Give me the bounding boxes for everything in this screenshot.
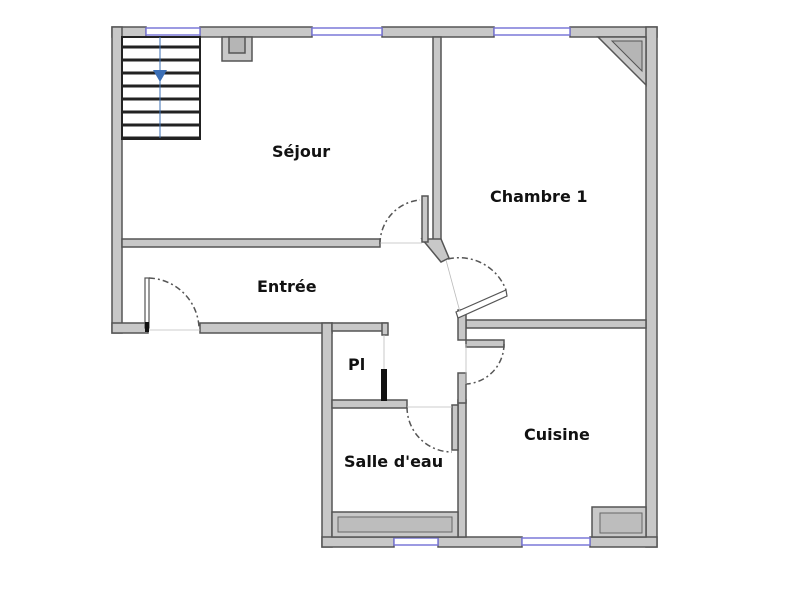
- room-label-sejour: Séjour: [272, 142, 330, 161]
- room-label-salle-eau: Salle d'eau: [344, 452, 443, 471]
- windows: [145, 27, 591, 546]
- outer-walls: [111, 26, 658, 548]
- salle-eau-door[interactable]: [406, 406, 453, 453]
- room-label-placard: Pl: [348, 355, 365, 374]
- window-bottom-2: [521, 537, 591, 546]
- doors: [144, 199, 508, 453]
- arrow-down-icon: [153, 70, 167, 82]
- window-top-1: [145, 27, 201, 36]
- staircase[interactable]: [121, 36, 201, 140]
- room-label-cuisine: Cuisine: [524, 425, 590, 444]
- window-bottom-1: [393, 537, 439, 546]
- sejour-door[interactable]: [379, 199, 422, 245]
- chambre-door[interactable]: [445, 256, 508, 319]
- window-top-2: [311, 27, 383, 36]
- interior-walls: [121, 36, 647, 538]
- placard-door[interactable]: [381, 335, 387, 401]
- entrance-door[interactable]: [144, 277, 200, 332]
- room-label-chambre-1: Chambre 1: [490, 187, 588, 206]
- cuisine-door[interactable]: [465, 343, 505, 385]
- window-top-3: [493, 27, 571, 36]
- room-label-entree: Entrée: [257, 277, 317, 296]
